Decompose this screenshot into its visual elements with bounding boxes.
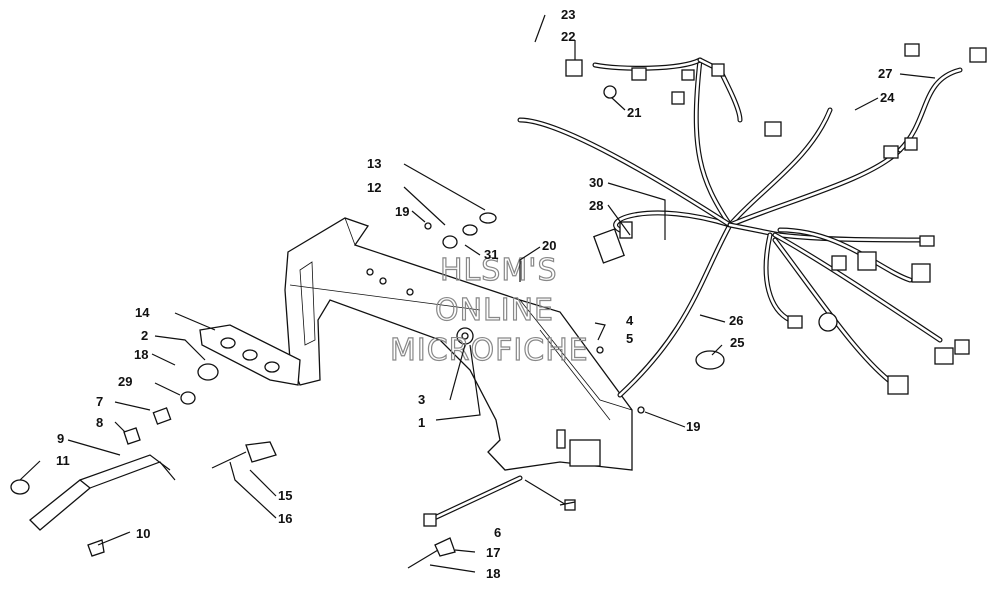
callout-17: 17 <box>486 545 500 560</box>
callout-24: 24 <box>880 90 895 105</box>
callout-28: 28 <box>589 198 603 213</box>
callout-19-upper: 19 <box>395 204 409 219</box>
callout-12: 12 <box>367 180 381 195</box>
callout-23: 23 <box>561 7 575 22</box>
callout-10: 10 <box>136 526 150 541</box>
callout-21: 21 <box>627 105 641 120</box>
callout-30: 30 <box>589 175 603 190</box>
callout-1: 1 <box>418 415 425 430</box>
callout-27: 27 <box>878 66 892 81</box>
callout-18-upper: 18 <box>134 347 148 362</box>
callout-3: 3 <box>418 392 425 407</box>
lower-harness <box>407 475 576 569</box>
callout-15: 15 <box>278 488 292 503</box>
main-harness <box>517 57 963 398</box>
callout-25: 25 <box>730 335 744 350</box>
callout-9: 9 <box>57 431 64 446</box>
watermark-line-3: MICROFICHE <box>390 333 589 368</box>
callout-2: 2 <box>141 328 148 343</box>
leader-lines <box>19 14 936 573</box>
callout-29: 29 <box>118 374 132 389</box>
switch-plate <box>199 324 301 386</box>
callout-14: 14 <box>135 305 150 320</box>
callout-22: 22 <box>561 29 575 44</box>
watermark-line-1: HLSM'S <box>440 253 558 288</box>
callout-31: 31 <box>484 247 498 262</box>
callout-20: 20 <box>542 238 556 253</box>
callout-6: 6 <box>494 525 501 540</box>
callout-19-lower: 19 <box>686 419 700 434</box>
callout-13: 13 <box>367 156 381 171</box>
callout-16: 16 <box>278 511 292 526</box>
ignition-switch <box>456 327 474 345</box>
watermark-line-2: ONLINE <box>435 293 554 328</box>
callouts: 1 2 3 4 5 6 7 8 9 10 11 12 13 14 15 16 1… <box>56 7 895 581</box>
callout-18-lower: 18 <box>486 566 500 581</box>
callout-8: 8 <box>96 415 103 430</box>
mount-bracket <box>211 441 277 469</box>
callout-11: 11 <box>56 453 70 468</box>
small-parts-left <box>10 363 219 557</box>
callout-26: 26 <box>729 313 743 328</box>
callout-7: 7 <box>96 394 103 409</box>
callout-4: 4 <box>626 313 634 328</box>
callout-5: 5 <box>626 331 633 346</box>
watermark: HLSM'S ONLINE MICROFICHE <box>389 252 589 368</box>
console-bracket <box>284 217 633 471</box>
